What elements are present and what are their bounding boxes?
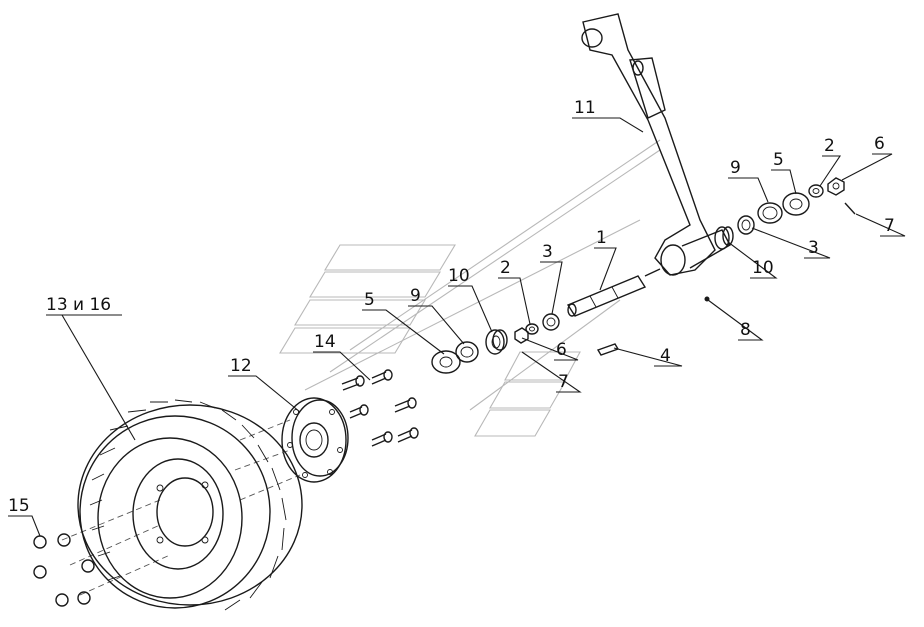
callout-10-right: 10 [752,258,774,278]
leader-lines [8,117,906,537]
left-hardware-stack [431,296,710,374]
callout-12: 12 [230,356,252,376]
axle-shaft [566,268,661,317]
callout-5-right: 5 [773,150,784,170]
callout-4: 4 [660,346,671,366]
callout-10-left: 10 [448,266,470,286]
swing-arm [581,13,731,276]
callout-2-left: 2 [500,258,511,278]
callout-6-left: 6 [556,340,567,360]
callout-13-16: 13 и 16 [46,295,111,315]
callout-5-left: 5 [364,290,375,310]
callout-labels: 11 9 5 2 6 7 3 10 1 3 2 10 9 5 6 7 4 8 1… [8,98,895,516]
callout-14: 14 [314,332,336,352]
wheel-tyre [77,399,303,611]
right-hardware-stack [714,177,856,250]
callout-9-right: 9 [730,158,741,178]
callout-3-left: 3 [542,242,553,262]
wheel-studs [341,369,419,447]
callout-7-left: 7 [558,372,569,392]
callout-11: 11 [574,98,596,118]
callout-2-right: 2 [824,136,835,156]
hub-flange [281,397,349,483]
callout-6-right: 6 [874,134,885,154]
callout-7-right: 7 [884,216,895,236]
callout-3-right: 3 [808,238,819,258]
callout-8: 8 [740,320,751,340]
callout-1: 1 [596,228,607,248]
callout-15: 15 [8,496,30,516]
callout-9-left: 9 [410,286,421,306]
construction-lines [279,139,661,437]
